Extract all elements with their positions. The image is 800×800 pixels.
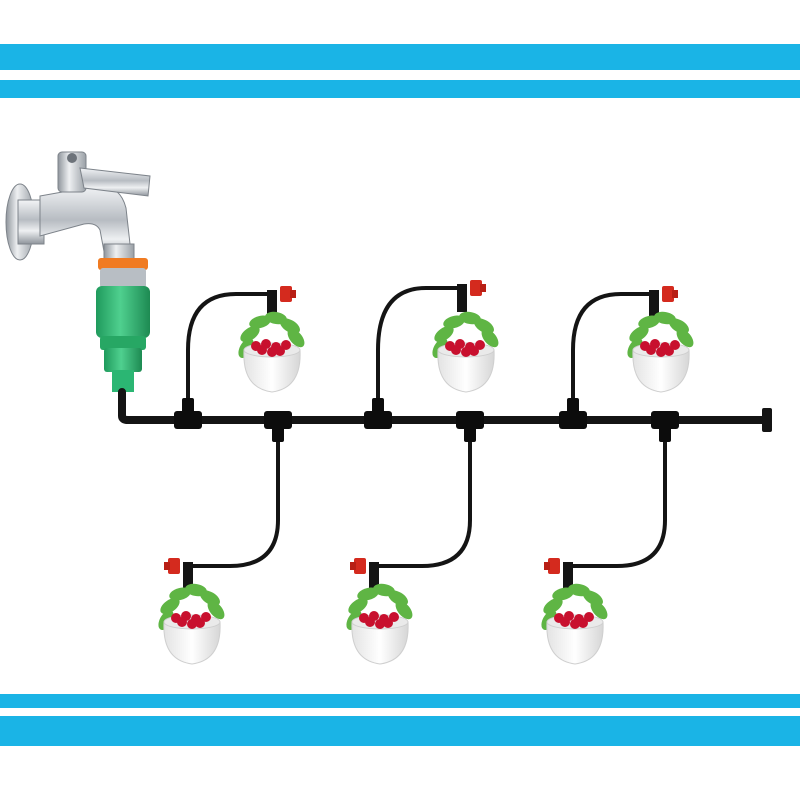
dripper-icon: [350, 558, 379, 590]
dripper-icon: [649, 286, 678, 318]
branch-tube: [376, 286, 464, 406]
strawberry-pot: [158, 583, 225, 665]
strawberry-pot: [541, 583, 608, 665]
strawberry-pot: [346, 583, 413, 665]
dripper-icon: [164, 558, 193, 590]
tee-connector: [456, 411, 484, 442]
branch-tube: [186, 292, 274, 406]
tee-connector: [651, 411, 679, 442]
tee-connector: [174, 398, 202, 429]
strawberry-pot: [432, 311, 499, 393]
tee-connector: [264, 411, 292, 442]
end-plug: [762, 408, 772, 432]
top-blue-band-thin: [0, 80, 800, 98]
dripper-icon: [544, 558, 573, 590]
branch-tube: [571, 292, 656, 406]
dripper-icon: [267, 286, 296, 318]
bottom-blue-band-thin: [0, 694, 800, 708]
branch-tube: [566, 434, 667, 568]
branch-tube: [372, 434, 472, 568]
quick-connector: [96, 258, 150, 392]
dripper-icon: [457, 280, 486, 312]
strawberry-pot: [238, 311, 305, 393]
tee-connector: [364, 398, 392, 429]
strawberry-pot: [627, 311, 694, 393]
branch-tube: [186, 434, 280, 568]
top-blue-band: [0, 44, 800, 70]
tee-connector: [559, 398, 587, 429]
main-tube: [118, 388, 772, 424]
bottom-blue-band: [0, 716, 800, 746]
faucet-icon: [5, 151, 151, 263]
